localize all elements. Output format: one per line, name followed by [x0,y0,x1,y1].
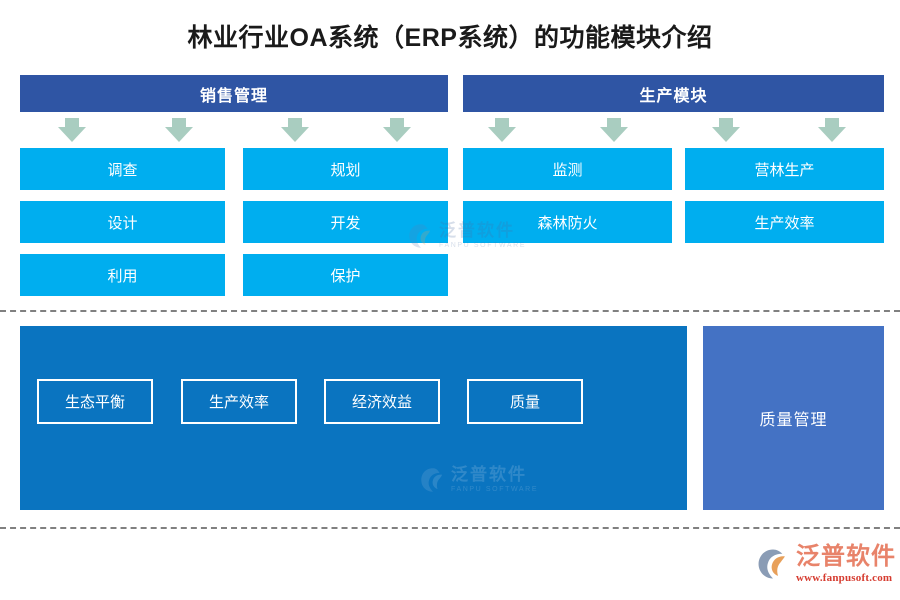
chip-shengchanxiaolv[interactable]: 生产效率 [181,379,297,424]
divider-top [0,310,900,312]
module-box-jiance[interactable]: 监测 [463,148,672,190]
chip-label: 经济效益 [351,394,412,411]
footer-brand: 泛普软件 [796,543,896,570]
bottom-main-panel: 生态平衡 生产效率 经济效益 质量 [20,326,687,510]
module-box-label: 营林生产 [754,161,815,179]
footer-url: www.fanpusoft.com [796,572,893,584]
group-header-production[interactable]: 生产模块 [463,75,884,112]
page-title: 林业行业OA系统（ERP系统）的功能模块介绍 [187,24,713,52]
module-box-liyong[interactable]: 利用 [20,254,225,296]
module-box-label: 生产效率 [754,214,815,232]
group-header-production-label: 生产模块 [639,87,708,105]
module-box-label: 设计 [107,214,138,232]
down-arrow-icon-2 [165,118,193,142]
module-box-guihua[interactable]: 规划 [243,148,448,190]
module-box-label: 规划 [330,161,361,179]
down-arrow-icon-4 [383,118,411,142]
down-arrow-icon-3 [281,118,309,142]
module-box-sheji[interactable]: 设计 [20,201,225,243]
side-panel-label: 质量管理 [759,412,828,429]
group-header-sales-label: 销售管理 [199,87,268,105]
chip-label: 质量 [509,394,540,411]
down-arrow-icon-1 [58,118,86,142]
chip-shengtaipingheng[interactable]: 生态平衡 [37,379,153,424]
watermark-brand-en: FANPU SOFTWARE [439,242,527,249]
down-arrow-icon-6 [600,118,628,142]
module-box-diaocha[interactable]: 调查 [20,148,225,190]
group-header-sales[interactable]: 销售管理 [20,75,448,112]
module-box-kaifa[interactable]: 开发 [243,201,448,243]
divider-bottom [0,527,900,529]
module-box-label: 调查 [107,161,138,179]
footer-logo: 泛普软件 www.fanpusoft.com [756,545,896,584]
module-box-baohu[interactable]: 保护 [243,254,448,296]
down-arrow-icon-7 [712,118,740,142]
chip-jingjixiaoyi[interactable]: 经济效益 [324,379,440,424]
module-box-yinglinshengchan[interactable]: 营林生产 [685,148,884,190]
down-arrow-icon-5 [488,118,516,142]
module-box-senlinfanghuo[interactable]: 森林防火 [463,201,672,243]
module-box-label: 森林防火 [537,214,598,232]
chip-label: 生态平衡 [64,394,125,411]
module-box-shengchanxiaolv[interactable]: 生产效率 [685,201,884,243]
chip-label: 生产效率 [208,394,269,411]
down-arrow-icon-8 [818,118,846,142]
module-box-label: 利用 [107,267,138,285]
chip-zhiliang[interactable]: 质量 [467,379,583,424]
module-box-label: 保护 [330,267,361,285]
fanpu-logo-icon [758,549,785,579]
side-panel-quality-management[interactable]: 质量管理 [703,326,884,510]
module-box-label: 监测 [552,161,583,179]
module-box-label: 开发 [330,214,361,232]
